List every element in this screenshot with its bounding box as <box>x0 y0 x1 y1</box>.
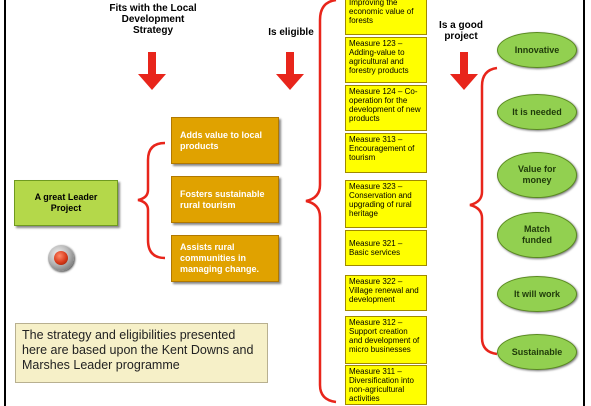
benefit-box-rural-communities: Assists rural communities in managing ch… <box>171 235 279 282</box>
quality-ellipse: Sustainable <box>497 334 577 370</box>
down-arrow-strategy <box>138 52 166 92</box>
measure-box: Measure 124 – Co-operation for the devel… <box>345 85 427 131</box>
quality-label: Match funded <box>522 224 552 245</box>
measures-bracket <box>305 0 337 404</box>
quality-label: It is needed <box>512 106 562 117</box>
measure-box: Improving the economic value of forests <box>345 0 427 35</box>
measure-label: Measure 323 – Conservation and upgrading… <box>349 182 412 218</box>
measure-label: Measure 311 – Diversification into non-a… <box>349 367 414 403</box>
action-button-icon[interactable] <box>48 245 74 271</box>
left-border-line <box>4 0 6 406</box>
heading-is-eligible: Is eligible <box>268 27 314 38</box>
benefits-bracket <box>137 141 166 260</box>
benefit-box-local-products: Adds value to local products <box>171 117 279 164</box>
quality-ellipse: Innovative <box>497 32 577 68</box>
quality-ellipse: Value for money <box>497 152 577 198</box>
note-text: The strategy and eligibilities presented… <box>22 328 254 372</box>
down-arrow-eligible <box>276 52 304 92</box>
quality-label: It will work <box>513 288 560 299</box>
heading-fits-strategy: Fits with the Local Development Strategy <box>109 3 197 36</box>
benefit-label: Assists rural communities in managing ch… <box>180 242 260 274</box>
measure-box: Measure 323 – Conservation and upgrading… <box>345 180 427 228</box>
quality-ellipse: It is needed <box>497 94 577 130</box>
qualities-bracket <box>469 66 498 356</box>
benefit-label: Fosters sustainable rural tourism <box>180 188 265 210</box>
measure-box: Measure 313 – Encouragement of tourism <box>345 133 427 173</box>
quality-label: Sustainable <box>511 346 563 357</box>
measure-label: Measure 123 – Adding-value to agricultur… <box>349 39 409 75</box>
measure-label: Improving the economic value of forests <box>349 0 414 25</box>
quality-ellipse: It will work <box>497 276 577 312</box>
measure-box: Measure 123 – Adding-value to agricultur… <box>345 37 427 83</box>
quality-label: Value for money <box>517 164 556 185</box>
project-box: A great Leader Project <box>14 180 118 226</box>
measure-label: Measure 322 – Village renewal and develo… <box>349 277 419 304</box>
down-arrow-good-project <box>450 52 478 92</box>
right-border-line <box>583 0 585 406</box>
measure-label: Measure 312 – Support creation and devel… <box>349 318 420 354</box>
measure-label: Measure 124 – Co-operation for the devel… <box>349 87 421 123</box>
measure-box: Measure 311 – Diversification into non-a… <box>345 365 427 405</box>
heading-good-project: Is a good project <box>439 20 483 42</box>
quality-label: Innovative <box>514 44 560 55</box>
benefit-box-rural-tourism: Fosters sustainable rural tourism <box>171 176 279 223</box>
benefit-label: Adds value to local products <box>180 129 263 151</box>
project-label: A great Leader Project <box>34 192 98 213</box>
measure-box: Measure 312 – Support creation and devel… <box>345 316 427 364</box>
note-box: The strategy and eligibilities presented… <box>15 323 268 383</box>
quality-ellipse: Match funded <box>497 212 577 258</box>
measure-box: Measure 321 – Basic services <box>345 230 427 266</box>
measure-box: Measure 322 – Village renewal and develo… <box>345 275 427 311</box>
measure-label: Measure 321 – Basic services <box>349 239 403 257</box>
measure-label: Measure 313 – Encouragement of tourism <box>349 135 415 162</box>
